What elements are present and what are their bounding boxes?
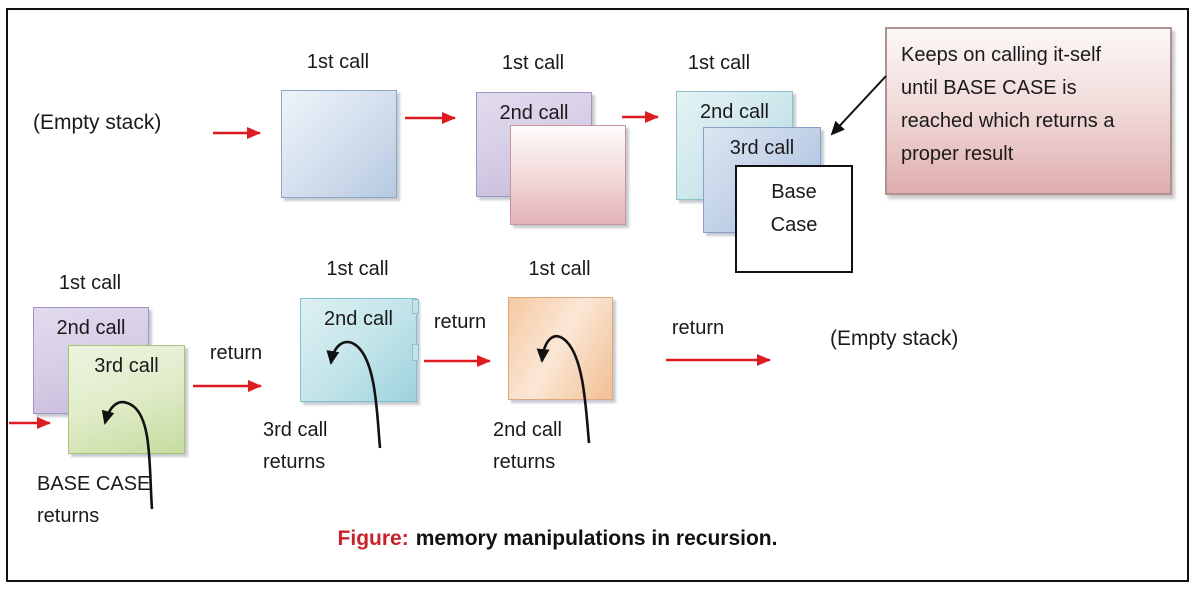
- frame-label: 2nd call: [700, 101, 769, 123]
- frame-remnant-tab: [412, 299, 419, 314]
- note-line-1: 2nd call: [493, 419, 562, 441]
- frame-label: 3rd call: [729, 137, 795, 159]
- note-line-1: 3rd call: [263, 419, 328, 441]
- callout-pointer-arrow: [830, 75, 887, 136]
- figure-caption-prefix: Figure:: [337, 527, 409, 550]
- note-line-2: returns: [263, 451, 326, 473]
- callout-line-2: until BASE CASE is: [901, 77, 1077, 99]
- callout-line-3: reached which returns a: [901, 110, 1115, 132]
- return-label-1: return: [209, 342, 263, 364]
- note-line-1: BASE CASE: [37, 473, 151, 495]
- frame-label: 2nd call: [324, 308, 393, 330]
- figure-caption: Figure: memory manipulations in recursion…: [0, 527, 1115, 551]
- return-label-2: return: [433, 311, 487, 333]
- stack-frame-2nd-call-box: 2nd call: [300, 298, 417, 402]
- note-line-2: returns: [37, 505, 100, 527]
- base-case-line2: Case: [770, 214, 818, 236]
- empty-stack-label-end: (Empty stack): [830, 327, 959, 350]
- recursion-callout-box: Keeps on calling it-self until BASE CASE…: [885, 27, 1172, 195]
- base-case-line1: Base: [771, 181, 817, 203]
- figure-caption-text: memory manipulations in recursion.: [415, 527, 778, 550]
- frame-label: 3rd call: [94, 355, 159, 377]
- frame-remnant-tab: [412, 344, 419, 361]
- bottom-panel2-title: 1st call: [326, 258, 389, 280]
- second-call-returns-note: 2nd call returns: [493, 414, 562, 478]
- stack-frame-3rd-call-box: 3rd call: [68, 345, 185, 454]
- top-panel3-title: 1st call: [687, 52, 751, 74]
- stack-frame-1st-call-box: [281, 90, 397, 198]
- third-call-returns-note: 3rd call returns: [263, 414, 327, 478]
- bottom-panel1-title: 1st call: [58, 272, 122, 294]
- frame-label: 2nd call: [499, 102, 569, 124]
- stack-frame-1st-call-box: [508, 297, 613, 400]
- return-label-3: return: [671, 317, 725, 339]
- top-panel2-title: 1st call: [501, 52, 565, 74]
- frame-label: 2nd call: [56, 317, 126, 339]
- base-case-returns-note: BASE CASE returns: [37, 468, 150, 532]
- top-panel1-title: 1st call: [306, 51, 370, 73]
- callout-line-4: proper result: [901, 143, 1014, 165]
- stack-frame-new-box: [510, 125, 626, 225]
- note-line-2: returns: [493, 451, 556, 473]
- empty-stack-label-start: (Empty stack): [33, 111, 162, 134]
- bottom-panel3-title: 1st call: [528, 258, 591, 280]
- callout-line-1: Keeps on calling it-self: [901, 44, 1102, 66]
- base-case-box: Base Case: [735, 165, 853, 273]
